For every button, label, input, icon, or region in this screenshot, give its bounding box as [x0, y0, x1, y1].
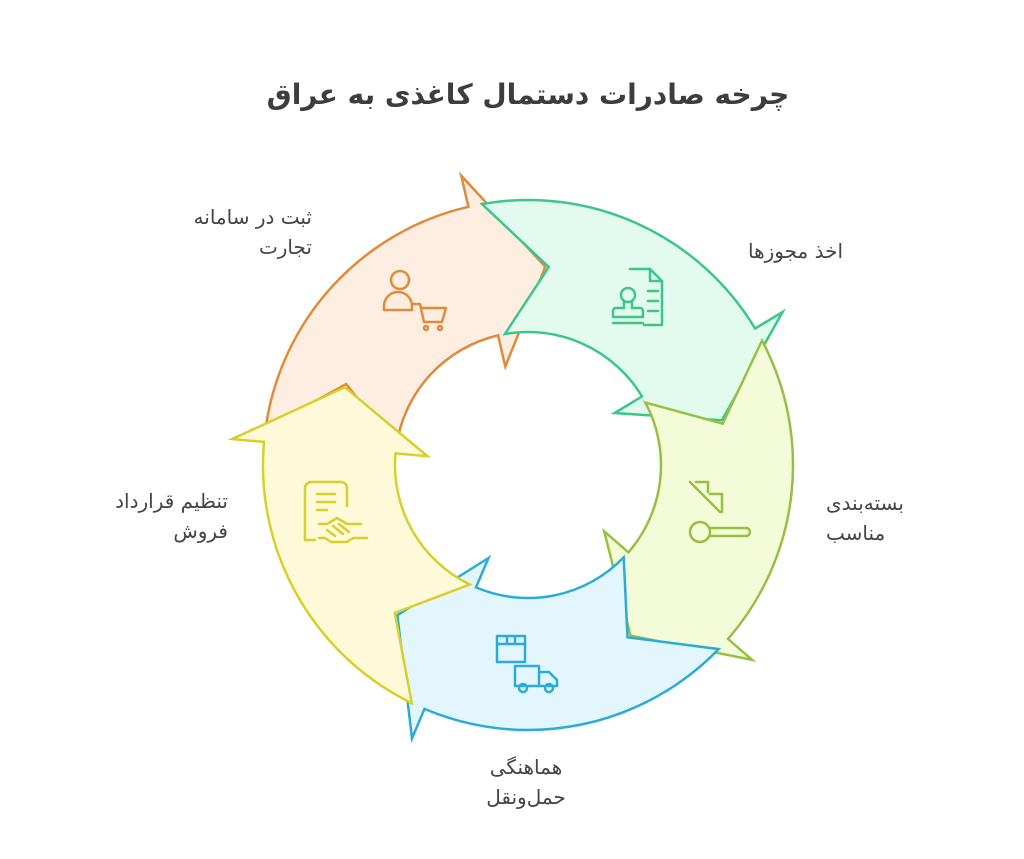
packaging-scoop-icon — [688, 480, 752, 544]
step-label-line: تجارت — [258, 235, 312, 259]
step-label-line: مناسب — [826, 521, 886, 545]
step-label-contract: تنظیم قرارداد فروش — [115, 486, 228, 546]
step-label-registration: ثبت در سامانه تجارت — [194, 202, 312, 262]
step-label-line: هماهنگی — [489, 755, 563, 779]
step-label-line: حمل‌ونقل — [486, 785, 566, 809]
contract-handshake-icon — [303, 480, 369, 544]
step-label-permits: اخذ مجوزها — [748, 236, 843, 266]
step-label-line: بسته‌بندی — [826, 491, 904, 515]
cycle-arrow-transport — [396, 554, 722, 744]
step-label-packaging: بسته‌بندی مناسب — [826, 488, 904, 548]
step-label-line: تنظیم قرارداد — [115, 489, 228, 513]
cycle-arrow-contract — [227, 385, 473, 706]
step-label-transport: هماهنگی حمل‌ونقل — [466, 752, 586, 812]
diagram-title: چرخه صادرات دستمال کاغذی به عراق — [266, 78, 790, 111]
cycle-arrow-permits — [479, 198, 786, 422]
user-cart-icon — [382, 269, 448, 332]
step-label-line: فروش — [173, 519, 228, 543]
step-label-line: اخذ مجوزها — [748, 239, 844, 263]
box-truck-icon — [495, 634, 559, 694]
stamp-document-icon — [611, 267, 664, 327]
step-label-line: ثبت در سامانه — [193, 205, 312, 229]
cycle-arrow-packaging — [602, 337, 795, 662]
